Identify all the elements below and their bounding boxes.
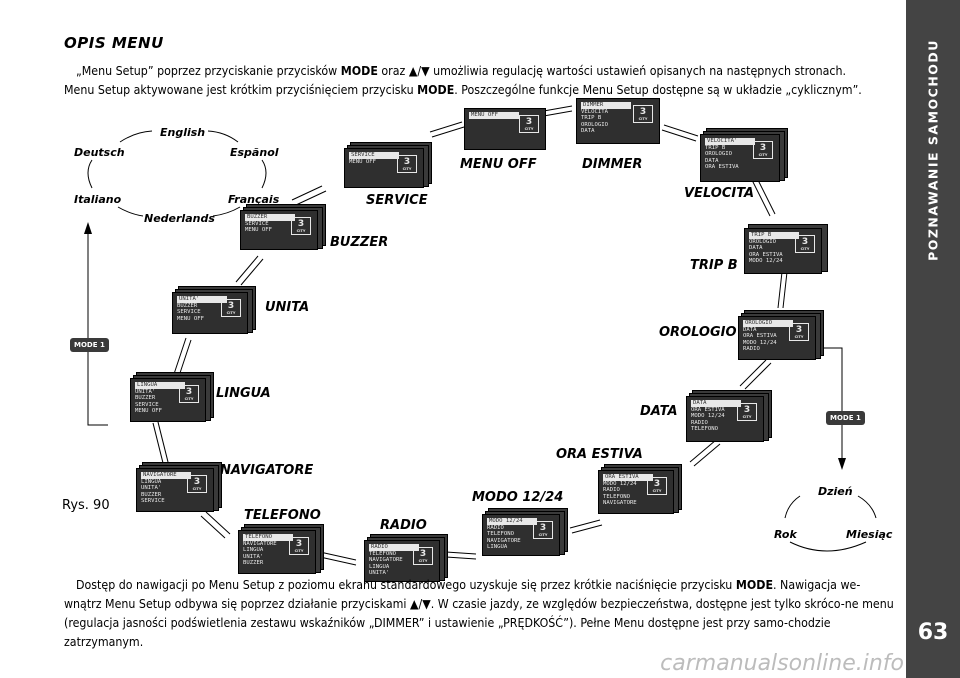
label-unita: UNITA	[265, 300, 310, 315]
lang-espanol: Espãnol	[230, 146, 279, 159]
label-navigatore: NAVIGATORE	[220, 463, 314, 478]
mode-1-button-left: MODE 1	[70, 338, 109, 352]
label-menu-off: MENU OFF	[460, 157, 537, 172]
label-trip-b: TRIP B	[690, 258, 738, 273]
sidebar-band	[906, 0, 960, 678]
watermark: carmanualsonline.info	[660, 651, 904, 676]
label-orologio: OROLOGIO	[659, 325, 737, 340]
outro-paragraph: Dostęp do nawigacji po Menu Setup z pozi…	[64, 578, 894, 649]
page-title: OPIS MENU	[64, 34, 164, 52]
label-dimmer: DIMMER	[582, 157, 643, 172]
label-buzzer: BUZZER	[330, 235, 389, 250]
label-data: DATA	[640, 404, 678, 419]
date-year: Rok	[774, 528, 797, 541]
label-modo-12-24: MODO 12/24	[472, 490, 564, 505]
label-telefono: TELEFONO	[244, 508, 321, 523]
figure-label: Rys. 90	[62, 498, 110, 513]
label-velocita: VELOCITA	[684, 186, 755, 201]
mode-1-button-right: MODE 1	[826, 411, 865, 425]
intro-paragraph: „Menu Setup” poprzez przyciskanie przyci…	[64, 64, 862, 97]
label-lingua: LINGUA	[216, 386, 271, 401]
lang-nederlands: Nederlands	[144, 212, 215, 225]
label-service: SERVICE	[366, 193, 428, 208]
lang-italiano: Italiano	[74, 193, 122, 206]
lang-francais: Français	[228, 193, 280, 206]
label-ora-estiva: ORA ESTIVA	[556, 447, 643, 462]
lang-deutsch: Deutsch	[74, 146, 125, 159]
page-number: 63	[917, 620, 949, 645]
lang-english: English	[160, 126, 206, 139]
date-day: Dzień	[818, 485, 853, 498]
date-month: Miesiąc	[846, 528, 893, 541]
label-radio: RADIO	[380, 518, 427, 533]
